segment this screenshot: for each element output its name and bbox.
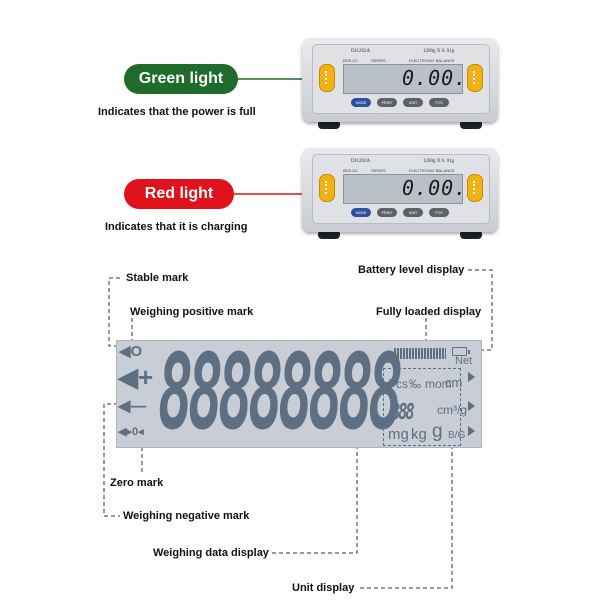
green-light-pill: Green light [124, 64, 238, 94]
scale-foot [460, 120, 482, 129]
negative-leader [103, 403, 120, 517]
callout-battery-level: Battery level display [358, 264, 465, 276]
unit-mom: mom [425, 377, 452, 391]
callout-zero-mark: Zero mark [110, 477, 164, 489]
scale-type: ELECTRONIC BALANCE [409, 168, 455, 173]
net-label: Net [455, 355, 473, 367]
green-light-caption: Indicates that the power is full [98, 106, 256, 118]
unit-button[interactable]: UNIT [403, 98, 423, 107]
scale-body: DJ1202A 1200g X 0. 01g BDS-D2 SERIES ELE… [302, 38, 498, 122]
unit-mg: mg [388, 426, 409, 443]
unit-kg: kg [411, 426, 427, 443]
scale-capacity: 1200g X 0. 01g [423, 159, 455, 164]
scale-body: DJ1202A 1200g X 0. 01g BDS-D2 SERIES ELE… [302, 148, 498, 232]
unit-leader [360, 446, 453, 589]
weighing-data-digits: 88888888 [158, 331, 403, 453]
pcs-button[interactable]: PCS [429, 208, 449, 217]
positive-mark-symbol: ◀+ [118, 362, 154, 392]
zero-mark-symbol: ◀▸0◂ [118, 426, 144, 438]
pcs-button[interactable]: PCS [429, 98, 449, 107]
callout-negative-mark: Weighing negative mark [123, 510, 250, 522]
callout-fully-loaded: Fully loaded display [376, 306, 482, 318]
scale-series-code: BDS-D2 [343, 58, 358, 63]
scale-panel: DJ1202A 1200g X 0. 01g BDS-D2 SERIES ELE… [312, 154, 490, 224]
unit-display-box [383, 368, 461, 446]
callout-positive-mark: Weighing positive mark [130, 306, 254, 318]
scale-series-word: SERIES [371, 168, 386, 173]
scale-foot [318, 230, 340, 239]
scale-lcd: 0.00. [343, 64, 466, 94]
print-button[interactable]: PRINT [377, 98, 397, 107]
unit-g: g [432, 421, 443, 442]
red-light-caption: Indicates that it is charging [105, 221, 248, 233]
callout-unit-display: Unit display [292, 582, 355, 594]
led-indicator-right [467, 174, 483, 202]
data-leader [272, 446, 358, 554]
print-button[interactable]: PRINT [377, 208, 397, 217]
green-led-indicator [319, 64, 335, 92]
mode-button[interactable]: MODE [351, 208, 371, 217]
battery-icon [452, 347, 470, 356]
scale-device-top: DJ1202A 1200g X 0. 01g BDS-D2 SERIES ELE… [302, 38, 498, 130]
scale-device-bottom: DJ1202A 1200g X 0. 01g BDS-D2 SERIES ELE… [302, 148, 498, 240]
stable-mark-symbol: ◀O [119, 343, 143, 360]
scale-reading: 0.00. [402, 176, 468, 200]
mode-button[interactable]: MODE [351, 98, 371, 107]
fully-loaded-bar [394, 348, 446, 359]
unit-pointer-icon [468, 401, 475, 411]
scale-series-code: BDS-D2 [343, 168, 358, 173]
scale-model: DJ1202A [351, 49, 371, 54]
scale-panel: DJ1202A 1200g X 0. 01g BDS-D2 SERIES ELE… [312, 44, 490, 114]
unit-pointer-icon [468, 426, 475, 436]
scale-foot [460, 230, 482, 239]
scale-series-word: SERIES [371, 58, 386, 63]
red-light-pill: Red light [124, 179, 234, 209]
stable-leader [108, 277, 120, 347]
callout-stable-mark: Stable mark [126, 272, 189, 284]
scale-type: ELECTRONIC BALANCE [409, 58, 455, 63]
unit-cm: cm [445, 375, 463, 390]
small-digits: 888 [391, 400, 415, 425]
unit-pointer-icon [468, 372, 475, 382]
scale-lcd: 0.00. [343, 174, 466, 204]
unit-button[interactable]: UNIT [403, 208, 423, 217]
scale-foot [318, 120, 340, 129]
scale-capacity: 1200g X 0. 01g [423, 49, 455, 54]
led-indicator-right [467, 64, 483, 92]
unit-cm3-per-g: cm³/g [437, 403, 467, 417]
red-led-indicator [319, 174, 335, 202]
scale-reading: 0.00. [402, 66, 468, 90]
unit-permil: ‰ [409, 377, 421, 391]
unit-bg: B/G [448, 430, 466, 441]
negative-mark-symbol: ◀— [118, 398, 147, 415]
unit-pcs: Pcs [388, 377, 409, 391]
scale-model: DJ1202A [351, 159, 371, 164]
callout-weighing-data: Weighing data display [153, 547, 269, 559]
